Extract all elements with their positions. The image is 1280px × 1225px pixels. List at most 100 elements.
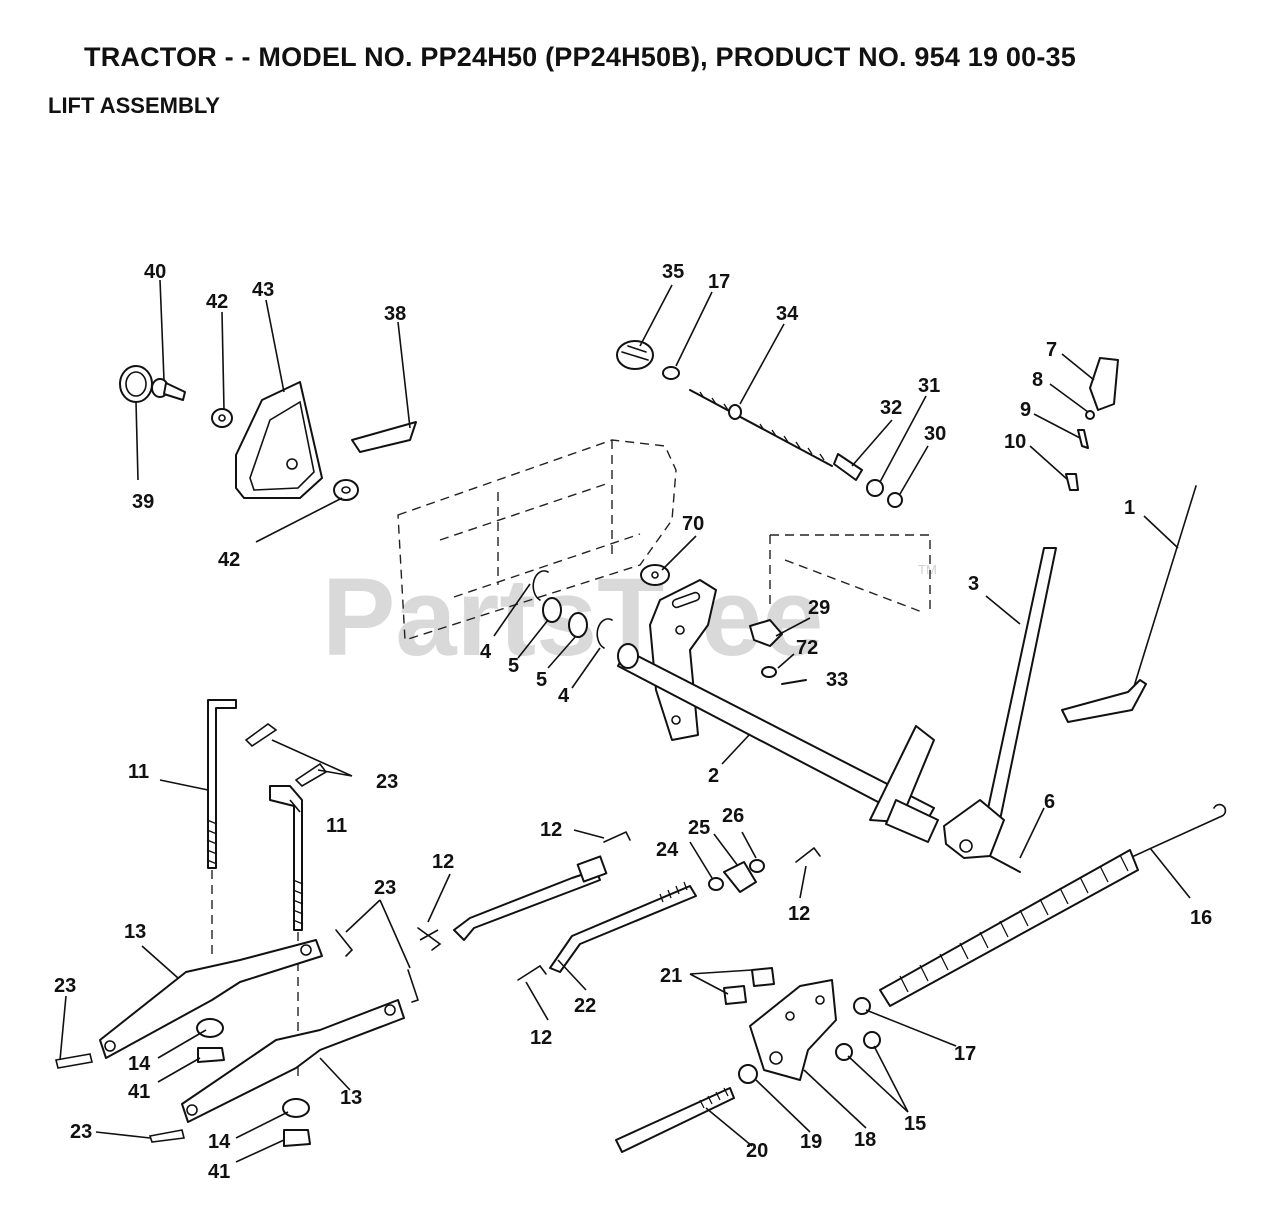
- callout-10: 10: [1004, 431, 1026, 453]
- washer-42-lower-hole: [341, 486, 351, 494]
- callout-41: 41: [128, 1081, 150, 1103]
- threaded-rod-34: [689, 389, 833, 467]
- callout-38: 38: [384, 303, 406, 325]
- callout-18: 18: [854, 1129, 876, 1151]
- j-bolt-11-left: [206, 699, 237, 869]
- washer-42-upper-hole: [218, 414, 226, 422]
- callout-4-b: 4: [558, 685, 570, 707]
- washer-42-upper: [211, 408, 233, 428]
- callout-43: 43: [252, 279, 274, 301]
- callout-13-b: 13: [340, 1087, 362, 1109]
- clip-12-c: [795, 846, 821, 863]
- callout-25: 25: [688, 817, 710, 839]
- link-22-upper: [453, 855, 608, 941]
- spring-32: [833, 453, 863, 481]
- callout-15: 15: [904, 1113, 926, 1135]
- callout-9: 9: [1020, 399, 1031, 421]
- nut-17: [853, 997, 871, 1015]
- nut-41-upper: [197, 1047, 225, 1063]
- washer-14-lower: [282, 1098, 310, 1118]
- callout-30: 30: [924, 423, 946, 445]
- callout-2: 2: [708, 765, 719, 787]
- knob-bolt-40: [151, 378, 186, 401]
- handle-grip-7: [1089, 357, 1119, 411]
- callout-33: 33: [826, 669, 848, 691]
- callout-12-d: 12: [530, 1027, 552, 1049]
- callout-12-b: 12: [432, 851, 454, 873]
- lift-link-13-upper: [99, 939, 323, 1059]
- callout-23-b: 23: [374, 877, 396, 899]
- pin-9: [1077, 429, 1089, 449]
- hairpin-23-e: [55, 1053, 93, 1069]
- j-bolt-11-right: [269, 785, 304, 931]
- spacer-10: [1065, 473, 1079, 491]
- callout-19: 19: [800, 1131, 822, 1153]
- callout-70: 70: [682, 513, 704, 535]
- page-title: TRACTOR - - MODEL NO. PP24H50 (PP24H50B)…: [84, 42, 1076, 72]
- callout-23: 23: [376, 771, 398, 793]
- washer-72: [761, 666, 777, 678]
- nut-15-upper: [863, 1031, 881, 1049]
- callout-42-lower: 42: [218, 549, 240, 571]
- callout-24: 24: [656, 839, 679, 861]
- section-title: LIFT ASSEMBLY: [48, 93, 220, 118]
- hairpin-23-c: [335, 929, 354, 957]
- callout-35: 35: [662, 261, 684, 283]
- hairpin-23-d: [407, 969, 420, 1003]
- callout-29: 29: [808, 597, 830, 619]
- bolt-21-upper: [751, 967, 775, 987]
- bolt-20: [615, 1087, 735, 1153]
- callout-42: 42: [206, 291, 228, 313]
- callout-labels: 40 42 43 38 39 42 35 17 34 7 8 9 10 31 3…: [54, 261, 1212, 1183]
- callout-41-b: 41: [208, 1161, 230, 1183]
- lift-shaft-2: [617, 579, 939, 843]
- callout-14-b: 14: [208, 1131, 231, 1153]
- callout-11-b: 11: [326, 815, 347, 837]
- callout-72: 72: [796, 637, 818, 659]
- callout-16: 16: [1190, 907, 1212, 929]
- nut-24: [708, 877, 724, 891]
- hairpin-23-b: [294, 762, 328, 788]
- nut-17-top: [662, 366, 680, 380]
- callout-17-b: 17: [954, 1043, 976, 1065]
- nut-41-lower: [283, 1129, 311, 1147]
- knob-ring-39: [119, 365, 153, 403]
- lift-rod-1: [1061, 485, 1197, 723]
- callout-39: 39: [132, 491, 154, 513]
- hairpin-23-f: [148, 1129, 185, 1143]
- frame-outline: [397, 439, 931, 641]
- washer-19: [738, 1064, 758, 1084]
- callout-5-b: 5: [536, 669, 547, 691]
- callout-14: 14: [128, 1053, 151, 1075]
- callout-13: 13: [124, 921, 146, 943]
- callout-11: 11: [128, 761, 149, 783]
- callout-8: 8: [1032, 369, 1043, 391]
- bracket-38: [351, 421, 417, 453]
- lift-handle-3: [943, 547, 1057, 859]
- bolt-21-lower: [723, 985, 747, 1005]
- bracket-18: [749, 979, 837, 1081]
- callout-31: 31: [918, 375, 940, 397]
- lift-link-13-lower: [181, 999, 405, 1123]
- washer-14-upper: [196, 1018, 224, 1038]
- spring-16: [879, 803, 1227, 1007]
- callout-3: 3: [968, 573, 979, 595]
- bolt-33: [781, 679, 807, 685]
- callout-23-c: 23: [54, 975, 76, 997]
- clip-12-a: [417, 927, 442, 951]
- nut-26: [749, 859, 765, 873]
- lever-guide-43: [235, 381, 323, 499]
- screw-6: [989, 855, 1021, 873]
- hairpin-23-a: [244, 723, 278, 748]
- watermark-trademark: TM: [918, 562, 937, 577]
- callout-12: 12: [540, 819, 562, 841]
- washer-70-hole: [651, 571, 659, 579]
- callout-7: 7: [1046, 339, 1057, 361]
- clip-12-d: [517, 964, 547, 981]
- callout-22: 22: [574, 995, 596, 1017]
- washer-31: [866, 479, 884, 497]
- callout-34: 34: [776, 303, 799, 325]
- callout-6: 6: [1044, 791, 1055, 813]
- adjuster-29: [749, 619, 783, 647]
